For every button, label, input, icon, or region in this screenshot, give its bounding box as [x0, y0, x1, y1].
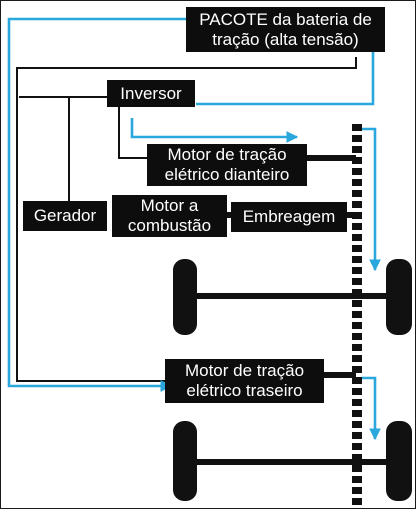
battery-to-inverter-line: [16, 57, 357, 382]
generator-label: Gerador: [23, 201, 107, 231]
front-right-wheel: [386, 259, 412, 335]
inverter-flow-to-front: [130, 118, 299, 143]
rear-axle-flow-arrow: [361, 376, 381, 441]
battery-flow-to-inverter: [196, 49, 375, 106]
inverter-to-front-motor-line: [118, 107, 151, 159]
front-axle-flow-arrow: [361, 127, 381, 272]
clutch-label: Embreagem: [231, 202, 347, 232]
battery-flow-to-rear-motor: [7, 17, 186, 392]
rear-left-wheel: [173, 421, 197, 501]
inverter-label: Inversor: [107, 80, 195, 107]
rear-right-wheel: [386, 421, 412, 501]
front-left-wheel: [173, 259, 197, 335]
